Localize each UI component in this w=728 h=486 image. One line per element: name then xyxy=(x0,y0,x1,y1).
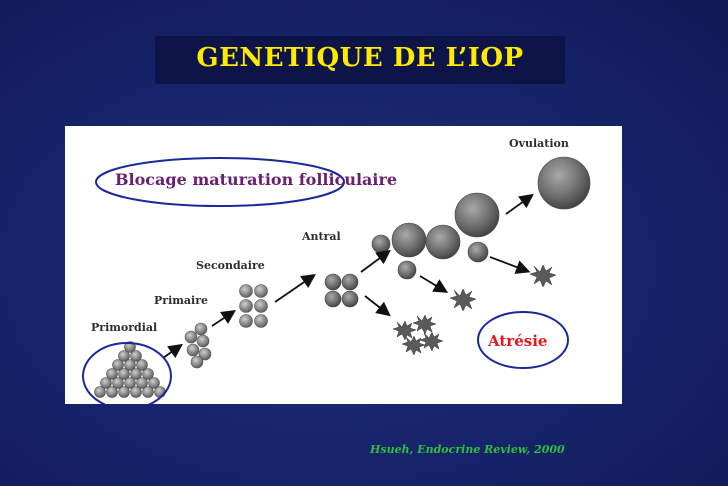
blocage-ellipse xyxy=(95,157,345,207)
blocage-annotation: Blocage maturation folliculaire xyxy=(115,170,398,189)
ovulatory-follicle xyxy=(537,156,591,210)
primordial-ellipse xyxy=(82,342,172,404)
secondary-follicles xyxy=(239,284,268,328)
follicle-diagram-panel: Ovulation Antral Secondaire Primaire Pri… xyxy=(65,126,622,404)
slide-title: GENETIQUE DE L’IOP xyxy=(196,43,524,73)
atretic-follicles xyxy=(392,264,557,356)
progression-arrows xyxy=(162,193,534,359)
primordial-follicles xyxy=(94,341,166,398)
antral-label: Antral xyxy=(302,230,341,243)
secondaire-label: Secondaire xyxy=(196,259,265,272)
ovulation-label: Ovulation xyxy=(509,137,569,150)
atresie-annotation: Atrésie xyxy=(488,332,548,350)
title-box: GENETIQUE DE L’IOP xyxy=(155,36,565,84)
preovulatory-follicles xyxy=(371,192,500,280)
antral-follicles xyxy=(324,273,359,308)
atresie-ellipse xyxy=(477,311,569,369)
primaire-label: Primaire xyxy=(154,294,208,307)
primordial-label: Primordial xyxy=(91,321,158,334)
follicle-diagram-svg xyxy=(82,156,591,404)
citation: Hsueh, Endocrine Review, 2000 xyxy=(370,443,565,456)
primary-follicles xyxy=(184,322,212,369)
